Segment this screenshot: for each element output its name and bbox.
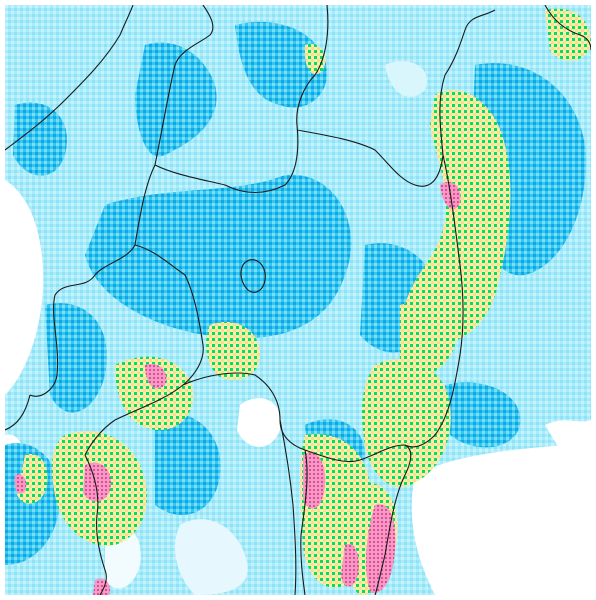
boundary-north-a [154,5,214,166]
radar-map-frame [5,5,591,595]
coastline-northeast [544,5,591,51]
coastline-northwest [5,5,134,151]
boundary-lines [5,5,591,595]
boundary-north-c [296,129,444,187]
coastline-east-south [404,154,464,448]
boundary-southwest [84,454,107,595]
boundary-south-a [279,419,297,595]
boundary-north-b [154,5,329,193]
lake-outline [240,259,266,293]
boundary-central-west [29,164,156,397]
boundary-south-small [300,449,308,595]
boundary-south-central [182,372,412,595]
intense-precipitation-layer [14,181,461,595]
boundary-central [84,244,204,456]
boundary-west-edge [5,394,31,431]
radar-map [5,5,591,595]
coastline-east [439,9,496,156]
